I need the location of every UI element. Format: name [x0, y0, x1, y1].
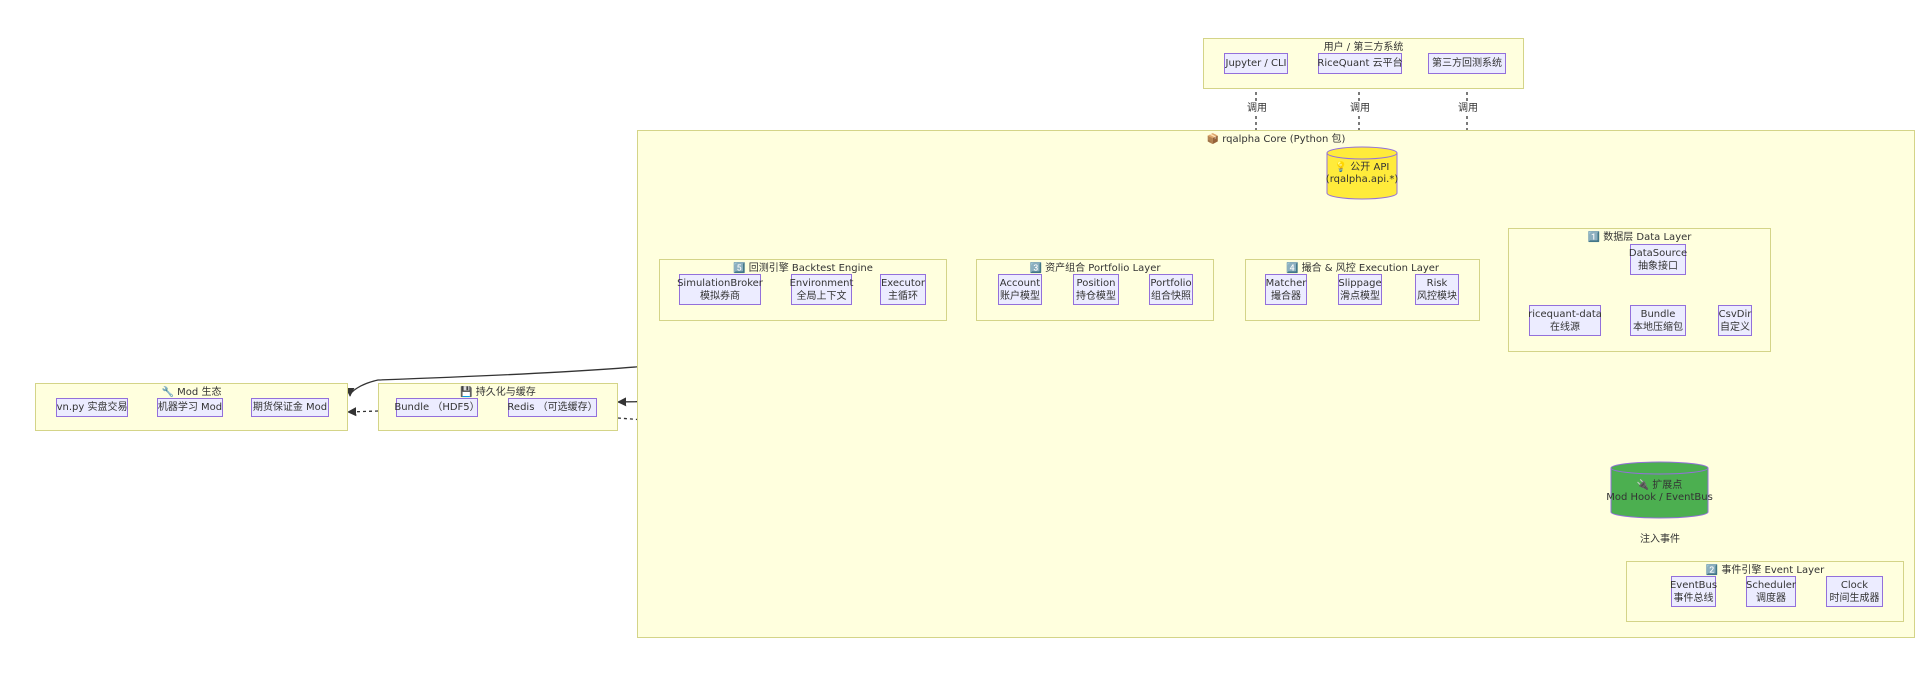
node-account[interactable]: Account 账户模型 [998, 274, 1042, 305]
extension-cylinder[interactable] [1610, 461, 1709, 519]
backtest-title: 5️⃣ 回测引擎 Backtest Engine [733, 263, 873, 274]
node-scheduler-desc: 调度器 [1756, 592, 1786, 604]
mod-title: 🔧 Mod 生态 [161, 387, 222, 398]
node-csvdir-name: CsvDir [1718, 308, 1752, 320]
node-matcher[interactable]: Matcher 撮合器 [1265, 274, 1307, 305]
node-bundle-hdf5-label: Bundle （HDF5） [394, 402, 480, 413]
edge-label-call-third-party: 调用 [1456, 103, 1480, 115]
node-clock-desc: 时间生成器 [1829, 592, 1880, 604]
node-environment-desc: 全局上下文 [796, 290, 847, 302]
node-executor-desc: 主循环 [888, 290, 918, 302]
node-executor-name: Executor [880, 277, 926, 289]
node-jupyter-cli-label: Jupyter / CLI [1225, 58, 1287, 69]
node-matcher-name: Matcher [1265, 277, 1307, 289]
node-matcher-desc: 撮合器 [1271, 290, 1301, 302]
node-portfolio-name: Portfolio [1150, 277, 1192, 289]
extension-line1: 🔌 扩展点 [1636, 480, 1683, 491]
node-ricequant-cloud-label: RiceQuant 云平台 [1317, 58, 1403, 69]
node-vnpy-live-label: vn.py 实盘交易 [56, 402, 128, 413]
node-futures-margin-mod[interactable]: 期货保证金 Mod [251, 398, 329, 417]
node-executor[interactable]: Executor 主循环 [880, 274, 926, 305]
api-label: 💡 公开 API (rqalpha.api.*) [1326, 156, 1398, 192]
node-csvdir-desc: 自定义 [1720, 321, 1750, 333]
node-redis-cache[interactable]: Redis （可选缓存） [507, 398, 598, 417]
data-layer-title: 1️⃣ 数据层 Data Layer [1587, 232, 1692, 243]
node-slippage-desc: 滑点模型 [1340, 290, 1380, 302]
node-datasource-desc: 抽象接口 [1638, 260, 1678, 272]
node-account-desc: 账户模型 [1000, 290, 1040, 302]
api-cylinder[interactable] [1326, 146, 1398, 200]
node-eventbus[interactable]: EventBus 事件总线 [1669, 576, 1718, 607]
node-redis-cache-label: Redis （可选缓存） [507, 402, 598, 413]
node-simulation-broker-name: SimulationBroker [677, 277, 763, 289]
edge-label-inject-event: 注入事件 [1638, 534, 1682, 546]
node-bundle-local-desc: 本地压缩包 [1633, 321, 1683, 333]
extension-line2: Mod Hook / EventBus [1606, 492, 1713, 503]
persist-group: 💾 持久化与缓存 [378, 383, 618, 431]
node-vnpy-live[interactable]: vn.py 实盘交易 [56, 398, 128, 417]
node-risk-desc: 风控模块 [1417, 290, 1457, 302]
node-third-party-backtest[interactable]: 第三方回测系统 [1428, 53, 1506, 74]
node-ml-mod-label: 机器学习 Mod [157, 402, 223, 413]
api-line1: 💡 公开 API [1334, 162, 1390, 173]
node-csvdir[interactable]: CsvDir 自定义 [1718, 305, 1752, 336]
node-ricequant-data-name: ricequant-data [1528, 308, 1602, 320]
node-simulation-broker[interactable]: SimulationBroker 模拟券商 [677, 274, 763, 305]
edge-persist-to-mod [347, 407, 379, 417]
extension-label: 🔌 扩展点 Mod Hook / EventBus [1606, 473, 1713, 511]
execution-title: 4️⃣ 撮合 & 风控 Execution Layer [1285, 263, 1440, 274]
node-scheduler-name: Scheduler [1745, 579, 1797, 591]
node-position-desc: 持仓模型 [1076, 290, 1116, 302]
node-clock[interactable]: Clock 时间生成器 [1826, 576, 1883, 607]
api-line2: (rqalpha.api.*) [1325, 174, 1399, 185]
node-bundle-local[interactable]: Bundle 本地压缩包 [1630, 305, 1686, 336]
edge-label-call-ricequant: 调用 [1348, 103, 1372, 115]
node-datasource-name: DataSource [1628, 247, 1688, 259]
node-simulation-broker-desc: 模拟券商 [700, 290, 740, 302]
node-environment-name: Environment [789, 277, 854, 289]
portfolio-title: 3️⃣ 资产组合 Portfolio Layer [1029, 263, 1161, 274]
node-ricequant-data[interactable]: ricequant-data 在线源 [1528, 305, 1602, 336]
node-eventbus-desc: 事件总线 [1673, 592, 1714, 604]
node-position[interactable]: Position 持仓模型 [1073, 274, 1119, 305]
user-group-title: 用户 / 第三方系统 [1323, 42, 1404, 53]
node-account-name: Account [999, 277, 1041, 289]
node-bundle-local-name: Bundle [1640, 308, 1676, 320]
event-layer-title: 2️⃣ 事件引擎 Event Layer [1705, 565, 1825, 576]
node-jupyter-cli[interactable]: Jupyter / CLI [1224, 53, 1288, 74]
node-portfolio[interactable]: Portfolio 组合快照 [1149, 274, 1193, 305]
node-scheduler[interactable]: Scheduler 调度器 [1746, 576, 1796, 607]
node-third-party-backtest-label: 第三方回测系统 [1432, 58, 1502, 69]
edge-label-call-jupyter: 调用 [1245, 103, 1269, 115]
node-bundle-hdf5[interactable]: Bundle （HDF5） [394, 398, 480, 417]
node-portfolio-desc: 组合快照 [1151, 290, 1191, 302]
node-position-name: Position [1076, 277, 1116, 289]
node-risk-name: Risk [1426, 277, 1448, 289]
node-futures-margin-mod-label: 期货保证金 Mod [252, 402, 328, 413]
node-ml-mod[interactable]: 机器学习 Mod [157, 398, 223, 417]
node-ricequant-data-desc: 在线源 [1550, 321, 1580, 333]
node-eventbus-name: EventBus [1669, 579, 1718, 591]
node-datasource[interactable]: DataSource 抽象接口 [1628, 244, 1688, 275]
node-slippage[interactable]: Slippage 滑点模型 [1338, 274, 1382, 305]
persist-title: 💾 持久化与缓存 [460, 387, 536, 398]
node-risk[interactable]: Risk 风控模块 [1415, 274, 1459, 305]
core-group-title: 📦 rqalpha Core (Python 包) [1206, 134, 1346, 145]
node-slippage-name: Slippage [1338, 277, 1382, 289]
core-group: 📦 rqalpha Core (Python 包) [637, 130, 1915, 638]
node-environment[interactable]: Environment 全局上下文 [789, 274, 854, 305]
node-ricequant-cloud[interactable]: RiceQuant 云平台 [1317, 53, 1403, 74]
node-clock-name: Clock [1840, 579, 1869, 591]
